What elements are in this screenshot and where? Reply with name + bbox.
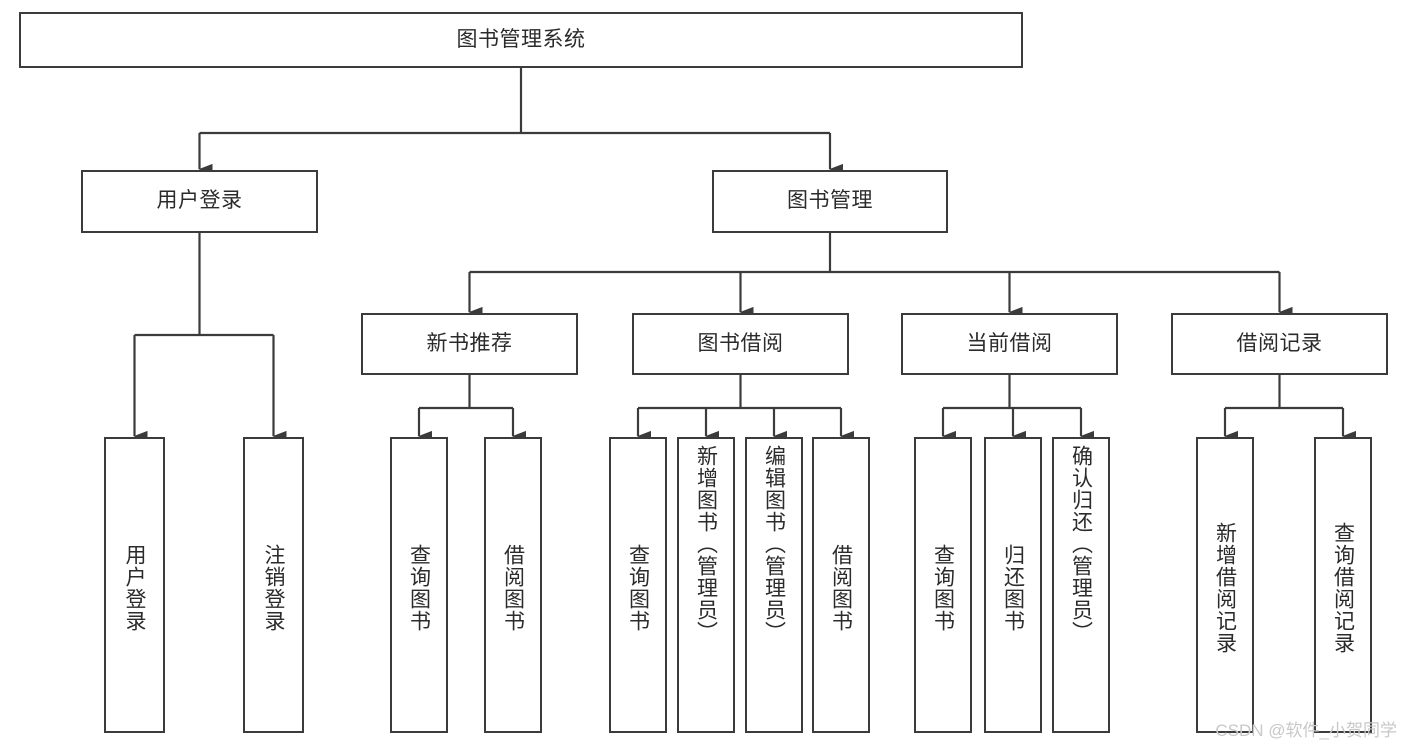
node-leaf-confirm-return-admin[interactable]: 确认归还（管理员） <box>1052 437 1110 733</box>
node-leaf-return-book[interactable]: 归还图书 <box>984 437 1042 733</box>
node-leaf-query-book-current[interactable]: 查询图书 <box>914 437 972 733</box>
node-label: 图书管理系统 <box>456 27 586 51</box>
node-label: 确认归还（管理员） <box>1069 445 1093 643</box>
node-leaf-logout[interactable]: 注销登录 <box>243 437 304 733</box>
node-label: 借阅记录 <box>1236 331 1323 355</box>
node-label: 编辑图书（管理员） <box>762 445 786 643</box>
node-leaf-user-login[interactable]: 用户登录 <box>104 437 165 733</box>
node-root[interactable]: 图书管理系统 <box>19 12 1023 68</box>
node-label: 查询图书 <box>931 544 955 632</box>
node-leaf-borrow-book-new[interactable]: 借阅图书 <box>484 437 542 733</box>
node-leaf-query-book-new[interactable]: 查询图书 <box>390 437 448 733</box>
node-label: 用户登录 <box>156 189 243 213</box>
node-new-book-recommend[interactable]: 新书推荐 <box>361 313 578 375</box>
node-label: 查询借阅记录 <box>1331 522 1355 654</box>
watermark-text: CSDN @软件_小贺同学 <box>1215 721 1397 740</box>
node-label: 当前借阅 <box>966 331 1053 355</box>
node-book-management[interactable]: 图书管理 <box>712 170 948 233</box>
node-label: 归还图书 <box>1001 544 1025 632</box>
node-label: 查询图书 <box>626 544 650 632</box>
node-leaf-borrow-book[interactable]: 借阅图书 <box>812 437 870 733</box>
node-leaf-edit-book-admin[interactable]: 编辑图书（管理员） <box>745 437 803 733</box>
node-label: 注销登录 <box>262 544 285 632</box>
node-user-login[interactable]: 用户登录 <box>81 170 318 233</box>
node-label: 用户登录 <box>123 544 146 632</box>
node-label: 新增图书（管理员） <box>694 445 718 643</box>
node-current-borrow[interactable]: 当前借阅 <box>901 313 1118 375</box>
node-label: 新增借阅记录 <box>1213 522 1237 654</box>
node-leaf-add-borrow-record[interactable]: 新增借阅记录 <box>1196 437 1254 733</box>
node-borrow-records[interactable]: 借阅记录 <box>1171 313 1388 375</box>
node-book-borrow[interactable]: 图书借阅 <box>632 313 849 375</box>
node-leaf-add-book-admin[interactable]: 新增图书（管理员） <box>677 437 735 733</box>
node-label: 查询图书 <box>407 544 431 632</box>
node-label: 借阅图书 <box>829 544 853 632</box>
node-label: 图书管理 <box>787 189 873 213</box>
node-leaf-query-book-borrow[interactable]: 查询图书 <box>609 437 667 733</box>
node-leaf-query-borrow-record[interactable]: 查询借阅记录 <box>1314 437 1372 733</box>
node-label: 图书借阅 <box>697 331 784 355</box>
node-label: 新书推荐 <box>426 331 513 355</box>
node-label: 借阅图书 <box>501 544 525 632</box>
